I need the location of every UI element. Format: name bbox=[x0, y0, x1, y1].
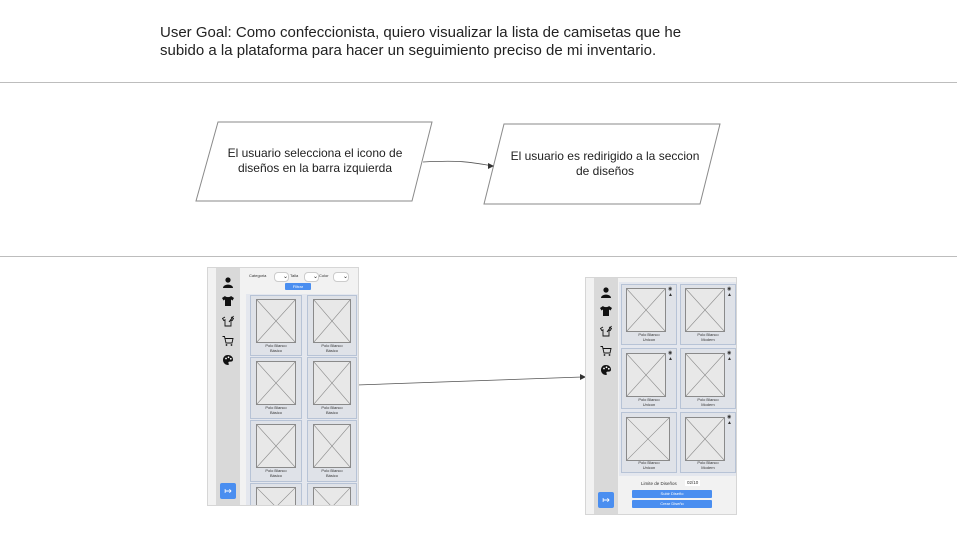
logout-icon[interactable]: ↦ bbox=[220, 483, 236, 499]
filter-size-select[interactable]: ⌄ bbox=[304, 272, 319, 282]
design-card[interactable]: Polo Blanco Básico bbox=[307, 295, 357, 356]
design-image bbox=[626, 288, 666, 332]
visibility-icon[interactable]: ◉ bbox=[668, 350, 673, 356]
step-1-line-2: diseños en la barra izquierda bbox=[237, 161, 393, 175]
design-caption: Polo Blanco Unicon bbox=[638, 332, 660, 342]
design-image bbox=[626, 353, 666, 397]
design-image bbox=[313, 361, 351, 405]
divider-top bbox=[0, 82, 957, 83]
visibility-icon[interactable]: ◉ bbox=[727, 414, 732, 420]
step-2-line-1: El usuario es redirigido a la seccion bbox=[510, 149, 700, 163]
cart-icon[interactable] bbox=[598, 345, 614, 359]
design-image bbox=[256, 424, 296, 468]
sidebar: ↦ bbox=[216, 268, 240, 505]
design-card[interactable]: ◉ ▲ Polo Blanco Modern bbox=[680, 412, 736, 473]
design-limit-label: Limite de Diseños bbox=[641, 481, 677, 486]
design-card[interactable]: Polo Blanco Unicon bbox=[621, 412, 677, 473]
design-image bbox=[313, 487, 351, 505]
filter-category-label: Categoria bbox=[249, 273, 267, 278]
user-goal-line-2: subido a la plataforma para hacer un seg… bbox=[160, 42, 657, 59]
filter-color-label: Color bbox=[319, 273, 329, 278]
design-caption: Polo Blanco Unicon bbox=[638, 460, 660, 470]
delete-icon[interactable]: ▲ bbox=[727, 292, 732, 298]
visibility-icon[interactable]: ◉ bbox=[727, 350, 732, 356]
connector-flow-arrowhead bbox=[488, 163, 494, 169]
create-design-button[interactable]: Crear Diseño bbox=[632, 500, 712, 508]
filter-size-label: Talla bbox=[290, 273, 299, 278]
design-shirt-icon[interactable] bbox=[598, 325, 614, 339]
step-1-line-1: El usuario selecciona el icono de bbox=[227, 146, 403, 160]
palette-icon[interactable] bbox=[598, 364, 614, 378]
design-caption: Polo Blanco Básico bbox=[265, 343, 287, 353]
design-limit-value: 02/10 bbox=[685, 480, 701, 486]
design-image bbox=[685, 417, 725, 461]
design-caption: Polo Blanco Básico bbox=[321, 468, 343, 478]
design-caption: Polo Blanco Básico bbox=[265, 468, 287, 478]
step-1-text: El usuario selecciona el icono de diseño… bbox=[220, 146, 410, 176]
visibility-icon[interactable]: ◉ bbox=[727, 286, 732, 292]
design-caption: Polo Blanco Modern bbox=[697, 397, 719, 407]
mockup-designs: ↦ ◉ ▲ Polo Blanco Unicon ◉ ▲ Polo Blanco… bbox=[585, 277, 737, 515]
design-card[interactable] bbox=[307, 483, 357, 505]
cart-icon[interactable] bbox=[220, 335, 236, 349]
design-caption: Polo Blanco Modern bbox=[697, 332, 719, 342]
design-card[interactable]: Polo Blanco Básico bbox=[250, 357, 302, 419]
my-designs-grid: ◉ ▲ Polo Blanco Unicon ◉ ▲ Polo Blanco M… bbox=[619, 282, 736, 476]
design-caption: Polo Blanco Modern bbox=[697, 460, 719, 470]
design-image bbox=[313, 299, 351, 343]
design-shirt-icon[interactable] bbox=[220, 315, 236, 329]
sidebar: ↦ bbox=[594, 278, 618, 514]
delete-icon[interactable]: ▲ bbox=[668, 356, 673, 362]
user-icon[interactable] bbox=[220, 276, 236, 290]
filter-category-select[interactable]: ⌄ bbox=[274, 272, 289, 282]
step-2-text: El usuario es redirigido a la seccion de… bbox=[500, 149, 710, 179]
design-image bbox=[626, 417, 670, 461]
design-card[interactable]: Polo Blanco Básico bbox=[307, 357, 357, 419]
palette-icon[interactable] bbox=[220, 354, 236, 368]
delete-icon[interactable]: ▲ bbox=[727, 420, 732, 426]
design-card[interactable]: Polo Blanco Básico bbox=[250, 295, 302, 356]
shirt-icon[interactable] bbox=[598, 305, 614, 319]
design-grid: Polo Blanco Básico Polo Blanco Básico Po… bbox=[246, 294, 358, 505]
logout-icon[interactable]: ↦ bbox=[598, 492, 614, 508]
design-image bbox=[685, 353, 725, 397]
design-card[interactable] bbox=[250, 483, 302, 505]
connector-flow bbox=[422, 160, 494, 167]
user-icon[interactable] bbox=[598, 286, 614, 300]
step-2-line-2: de diseños bbox=[575, 164, 635, 178]
design-image bbox=[256, 361, 296, 405]
connector-mockups bbox=[356, 376, 583, 386]
design-caption: Polo Blanco Unicon bbox=[638, 397, 660, 407]
mockup-catalog: ↦ Categoria ⌄ Talla ⌄ Color ⌄ Filtrar Po… bbox=[207, 267, 359, 506]
design-card[interactable]: ◉ ▲ Polo Blanco Modern bbox=[680, 348, 736, 409]
delete-icon[interactable]: ▲ bbox=[727, 356, 732, 362]
visibility-icon[interactable]: ◉ bbox=[668, 286, 673, 292]
design-card[interactable]: ◉ ▲ Polo Blanco Modern bbox=[680, 284, 736, 345]
design-caption: Polo Blanco Básico bbox=[321, 343, 343, 353]
design-card[interactable]: ◉ ▲ Polo Blanco Unicon bbox=[621, 284, 677, 345]
filter-button[interactable]: Filtrar bbox=[285, 283, 311, 290]
user-goal-line-1: User Goal: Como confeccionista, quiero v… bbox=[160, 24, 682, 41]
design-image bbox=[256, 299, 296, 343]
design-image bbox=[685, 288, 725, 332]
upload-design-button[interactable]: Subir Diseño bbox=[632, 490, 712, 498]
design-image bbox=[313, 424, 351, 468]
user-goal: User Goal: Como confeccionista, quiero v… bbox=[160, 24, 780, 60]
divider-bottom bbox=[0, 256, 957, 257]
design-card[interactable]: Polo Blanco Básico bbox=[307, 420, 357, 482]
design-caption: Polo Blanco Básico bbox=[265, 405, 287, 415]
filter-color-select[interactable]: ⌄ bbox=[333, 272, 349, 282]
design-card[interactable]: ◉ ▲ Polo Blanco Unicon bbox=[621, 348, 677, 409]
design-card[interactable]: Polo Blanco Básico bbox=[250, 420, 302, 482]
design-caption: Polo Blanco Básico bbox=[321, 405, 343, 415]
design-image bbox=[256, 487, 296, 505]
delete-icon[interactable]: ▲ bbox=[668, 292, 673, 298]
shirt-icon[interactable] bbox=[220, 295, 236, 309]
